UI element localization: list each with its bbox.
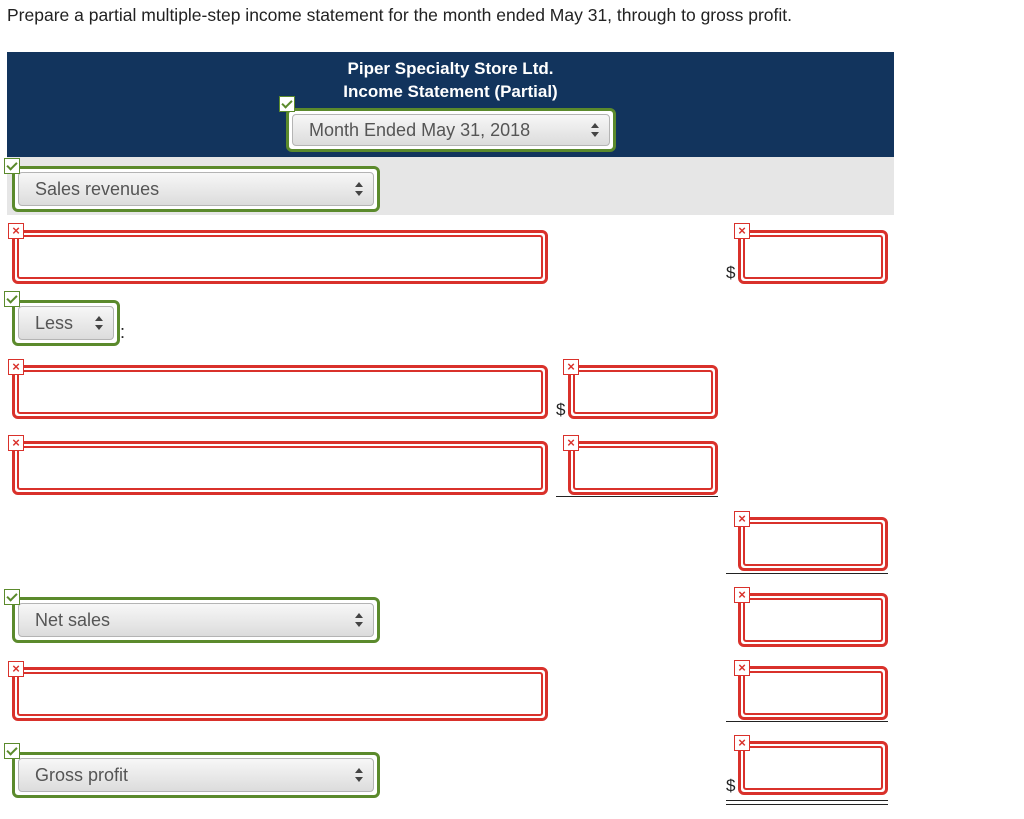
incorrect-x-icon: × bbox=[8, 223, 24, 239]
incorrect-x-icon: × bbox=[734, 735, 750, 751]
sales-revenues-select[interactable]: Sales revenues bbox=[18, 172, 374, 206]
select-arrows-icon bbox=[591, 123, 599, 137]
select-arrows-icon bbox=[355, 182, 363, 196]
incorrect-x-icon: × bbox=[734, 660, 750, 676]
sales-revenues-select-wrapper: Sales revenues bbox=[12, 166, 380, 212]
incorrect-x-icon: × bbox=[734, 587, 750, 603]
net-sales-amount-input[interactable] bbox=[738, 593, 888, 647]
correct-check-icon bbox=[4, 589, 20, 605]
incorrect-x-icon: × bbox=[734, 511, 750, 527]
incorrect-x-icon: × bbox=[734, 223, 750, 239]
less-select-wrapper: Less bbox=[12, 300, 120, 346]
incorrect-x-icon: × bbox=[563, 435, 579, 451]
gross-profit-select-value: Gross profit bbox=[35, 764, 129, 785]
gross-profit-amount-input[interactable] bbox=[738, 741, 888, 795]
less-select[interactable]: Less bbox=[18, 306, 114, 340]
cost-account-input[interactable] bbox=[12, 667, 548, 721]
correct-check-icon bbox=[4, 158, 20, 174]
less-select-value: Less bbox=[35, 312, 74, 333]
cost-underline bbox=[726, 721, 888, 722]
cost-amount-input[interactable] bbox=[738, 666, 888, 720]
period-select-wrapper: Month Ended May 31, 2018 bbox=[286, 108, 616, 152]
incorrect-x-icon: × bbox=[8, 661, 24, 677]
deduction-2-account-input[interactable] bbox=[12, 441, 548, 495]
select-arrows-icon bbox=[95, 316, 103, 330]
company-name: Piper Specialty Store Ltd. bbox=[347, 59, 554, 78]
deduction-2-amount-input[interactable] bbox=[568, 441, 718, 495]
select-arrows-icon bbox=[355, 613, 363, 627]
gross-profit-select-wrapper: Gross profit bbox=[12, 752, 380, 798]
deduction-1-amount-input[interactable] bbox=[568, 365, 718, 419]
incorrect-x-icon: × bbox=[8, 359, 24, 375]
dollar-sign: $ bbox=[726, 263, 736, 282]
account-name-input[interactable] bbox=[12, 230, 548, 284]
instruction-text: Prepare a partial multiple-step income s… bbox=[7, 5, 792, 25]
less-colon: : bbox=[120, 322, 126, 342]
incorrect-x-icon: × bbox=[563, 359, 579, 375]
net-sales-select-value: Net sales bbox=[35, 609, 111, 630]
dollar-sign: $ bbox=[556, 400, 566, 419]
period-select[interactable]: Month Ended May 31, 2018 bbox=[292, 114, 610, 146]
select-arrows-icon bbox=[355, 768, 363, 782]
correct-check-icon bbox=[279, 96, 295, 112]
total-underline bbox=[726, 573, 888, 574]
incorrect-x-icon: × bbox=[8, 435, 24, 451]
subtotal-underline bbox=[556, 496, 718, 497]
net-sales-select[interactable]: Net sales bbox=[18, 603, 374, 637]
correct-check-icon bbox=[4, 291, 20, 307]
period-select-value: Month Ended May 31, 2018 bbox=[309, 119, 531, 140]
gross-profit-select[interactable]: Gross profit bbox=[18, 758, 374, 792]
sales-revenue-amount-input[interactable] bbox=[738, 230, 888, 284]
deduction-1-account-input[interactable] bbox=[12, 365, 548, 419]
total-deductions-input[interactable] bbox=[738, 517, 888, 571]
sales-revenues-select-value: Sales revenues bbox=[35, 178, 160, 199]
net-sales-select-wrapper: Net sales bbox=[12, 597, 380, 643]
statement-title: Income Statement (Partial) bbox=[343, 82, 558, 101]
gross-profit-double-underline bbox=[726, 800, 888, 805]
dollar-sign: $ bbox=[726, 776, 736, 795]
correct-check-icon bbox=[4, 743, 20, 759]
